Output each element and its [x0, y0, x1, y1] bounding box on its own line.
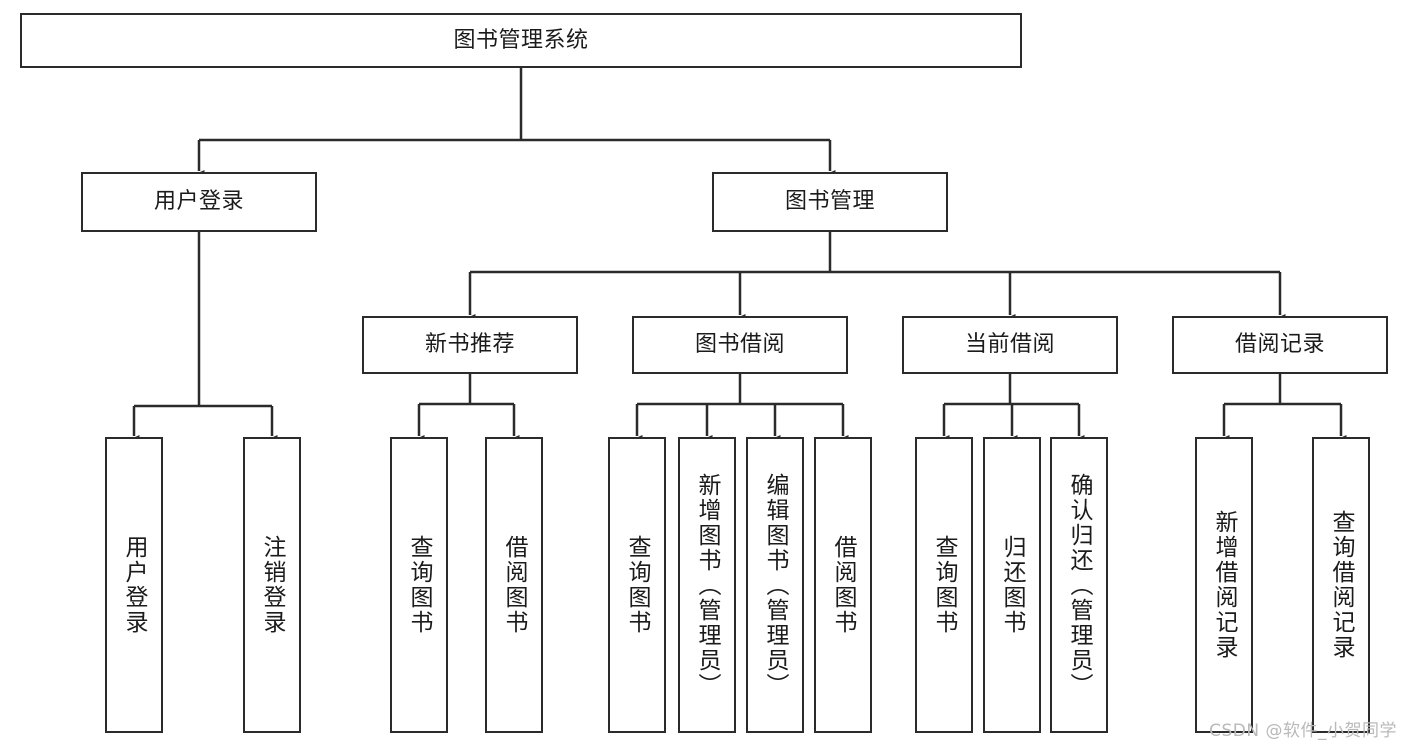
- node-label: 用户登录: [153, 189, 244, 215]
- node-label: 确认归还（管理员）: [1066, 472, 1093, 698]
- node-new-query-book[interactable]: 查询图书: [390, 437, 448, 733]
- node-label: 图书管理: [784, 189, 875, 215]
- node-record-add[interactable]: 新增借阅记录: [1195, 437, 1253, 733]
- node-borrow-edit-book[interactable]: 编辑图书（管理员）: [746, 437, 804, 733]
- node-current-query-book[interactable]: 查询图书: [915, 437, 973, 733]
- node-new-book-recommend[interactable]: 新书推荐: [362, 316, 578, 374]
- node-label: 用户登录: [121, 535, 148, 635]
- node-borrow-record[interactable]: 借阅记录: [1172, 316, 1388, 374]
- node-current-borrow[interactable]: 当前借阅: [902, 316, 1118, 374]
- node-label: 借阅图书: [830, 535, 857, 635]
- node-label: 图书借阅: [694, 332, 785, 358]
- node-label: 编辑图书（管理员）: [762, 472, 789, 698]
- node-label: 当前借阅: [964, 332, 1055, 358]
- node-current-confirm-return[interactable]: 确认归还（管理员）: [1050, 437, 1108, 733]
- node-label: 新书推荐: [424, 332, 515, 358]
- node-label: 查询借阅记录: [1328, 510, 1355, 660]
- node-current-return-book[interactable]: 归还图书: [983, 437, 1041, 733]
- node-label: 查询图书: [931, 535, 958, 635]
- node-book-borrow[interactable]: 图书借阅: [632, 316, 848, 374]
- node-label: 注销登录: [259, 535, 286, 635]
- node-user-login-action[interactable]: 用户登录: [105, 437, 163, 733]
- node-borrow-query-book[interactable]: 查询图书: [608, 437, 666, 733]
- node-label: 图书管理系统: [453, 27, 589, 53]
- node-label: 归还图书: [999, 535, 1026, 635]
- node-root[interactable]: 图书管理系统: [20, 13, 1022, 68]
- node-label: 新增借阅记录: [1211, 510, 1238, 660]
- node-label: 借阅记录: [1234, 332, 1325, 358]
- node-label: 新增图书（管理员）: [694, 472, 721, 698]
- node-borrow-lend-book[interactable]: 借阅图书: [814, 437, 872, 733]
- node-book-management-module[interactable]: 图书管理: [712, 172, 948, 232]
- node-label: 查询图书: [624, 535, 651, 635]
- node-user-logout-action[interactable]: 注销登录: [243, 437, 301, 733]
- node-label: 查询图书: [406, 535, 433, 635]
- node-borrow-add-book[interactable]: 新增图书（管理员）: [678, 437, 736, 733]
- node-label: 借阅图书: [501, 535, 528, 635]
- node-new-borrow-book[interactable]: 借阅图书: [485, 437, 543, 733]
- node-record-query[interactable]: 查询借阅记录: [1312, 437, 1370, 733]
- node-user-login-module[interactable]: 用户登录: [81, 172, 317, 232]
